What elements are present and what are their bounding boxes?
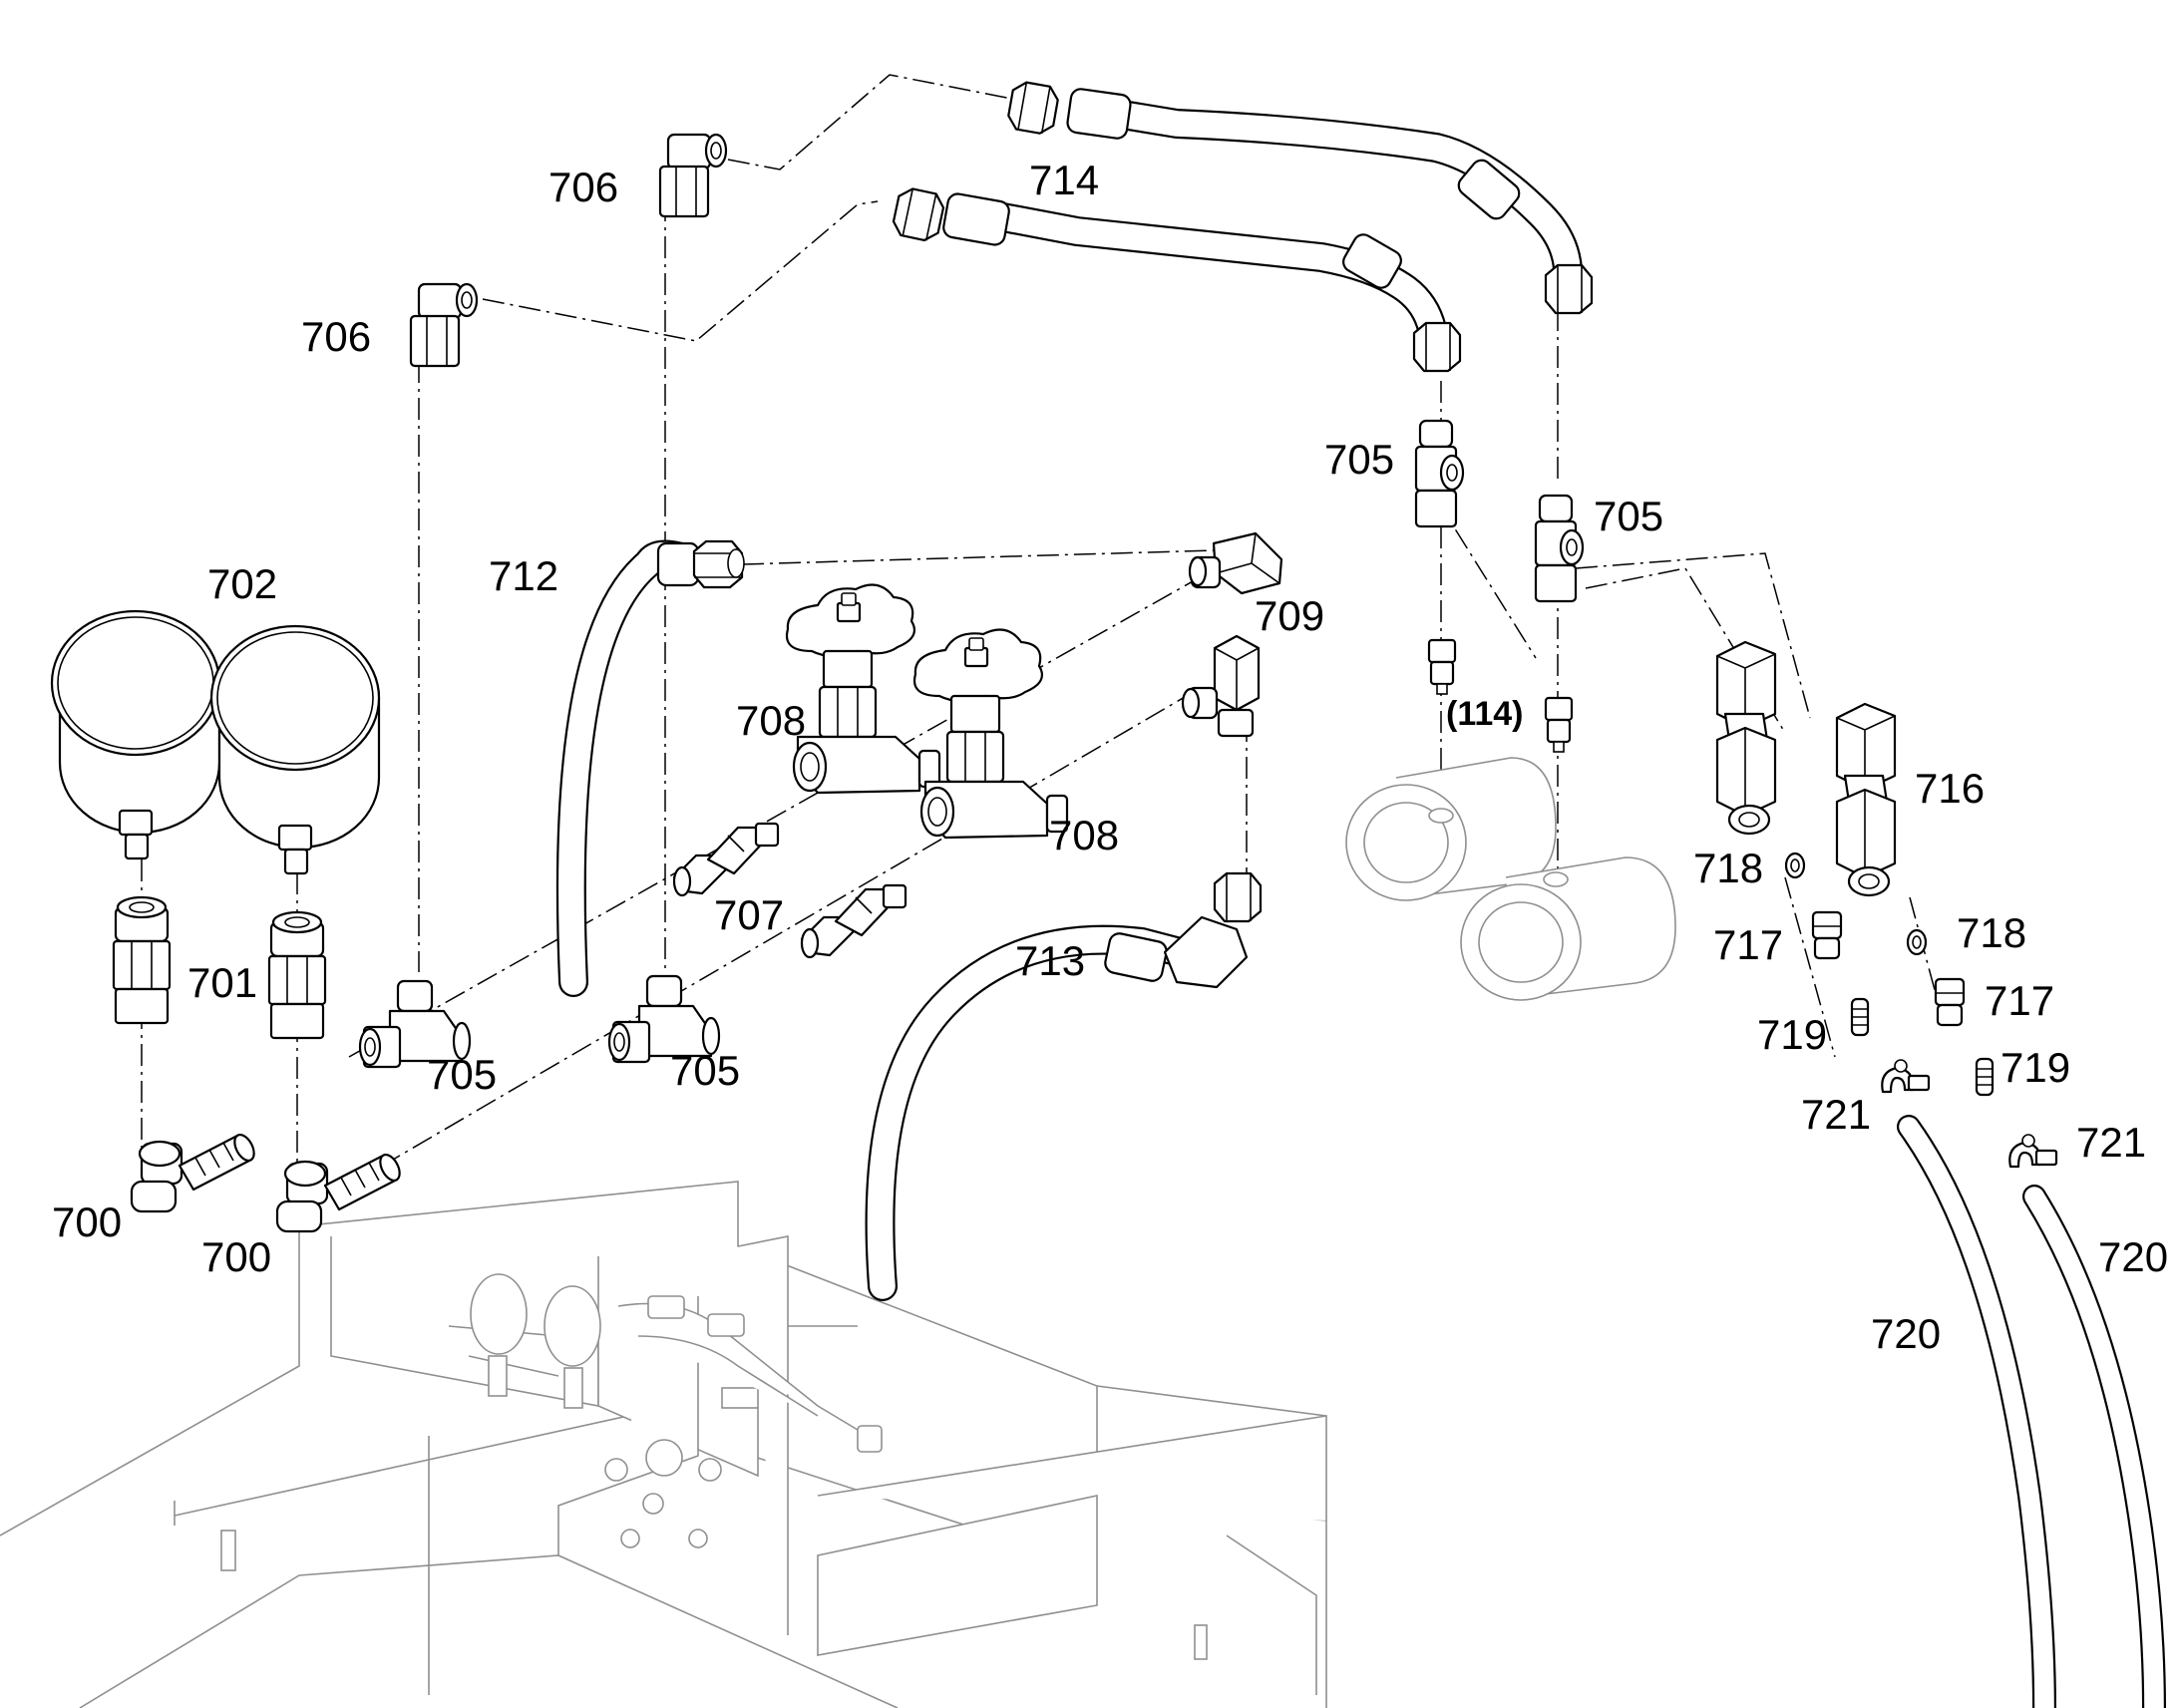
nipple-707-upper xyxy=(672,822,780,897)
callout-706-upper: 706 xyxy=(548,164,618,210)
callout-705-left: 705 xyxy=(427,1051,497,1098)
tee-705-upper-right-a xyxy=(1414,419,1465,528)
filter-716-right xyxy=(1835,702,1897,897)
callout-700-left: 700 xyxy=(52,1198,122,1245)
callout-labels: 700 700 701 702 705 705 705 705 706 706 … xyxy=(52,157,2168,1357)
fitting-114-right xyxy=(1544,696,1574,754)
callout-707: 707 xyxy=(714,891,784,938)
callout-705-right-a: 705 xyxy=(1324,436,1394,483)
callout-705-center: 705 xyxy=(670,1047,740,1094)
callout-718-left: 718 xyxy=(1693,845,1763,891)
cylinder-ghost xyxy=(1345,757,1676,1001)
callout-712: 712 xyxy=(489,552,558,599)
pressure-gauge-right xyxy=(209,624,381,875)
callout-719-left: 719 xyxy=(1757,1011,1827,1058)
hose-714-fittings xyxy=(890,79,1594,373)
hose-712[interactable] xyxy=(555,539,713,997)
callout-720-left: 720 xyxy=(1871,1310,1941,1357)
elbow-709-upper xyxy=(1188,531,1283,595)
callout-700-right: 700 xyxy=(201,1233,271,1280)
callout-114: (114) xyxy=(1446,695,1524,733)
seal-718-right xyxy=(1906,928,1928,956)
callout-701: 701 xyxy=(187,959,257,1006)
callout-713: 713 xyxy=(1015,937,1085,984)
hose-712-end-fitting xyxy=(656,539,745,589)
fitting-717-right xyxy=(1934,977,1966,1027)
callout-718-right: 718 xyxy=(1957,909,2026,956)
callout-716: 716 xyxy=(1915,765,1985,812)
tee-705-upper-right-b xyxy=(1534,494,1585,603)
callout-720-right: 720 xyxy=(2098,1233,2168,1280)
callout-708-left: 708 xyxy=(736,697,806,744)
line-720-right[interactable] xyxy=(2022,1185,2166,1708)
callout-705-right-b: 705 xyxy=(1594,493,1663,539)
fitting-717-left xyxy=(1811,910,1843,960)
elbow-709-lower xyxy=(1181,634,1261,738)
needle-valve-708-right xyxy=(912,628,1069,840)
line-720-left[interactable] xyxy=(1897,1115,2056,1708)
filter-716-left xyxy=(1715,640,1777,836)
clamp-721-right xyxy=(2008,1133,2058,1169)
callout-719-right: 719 xyxy=(2000,1044,2070,1091)
callout-717-right: 717 xyxy=(1985,977,2054,1024)
machine-frame-ghost xyxy=(0,1181,1327,1708)
adapter-701-right xyxy=(267,910,327,1040)
callout-714: 714 xyxy=(1029,157,1099,203)
fitting-114-left xyxy=(1427,638,1457,696)
elbow-706-lower xyxy=(409,282,479,368)
adapter-701-left xyxy=(112,895,172,1025)
seal-718-left xyxy=(1784,852,1806,879)
fitting-700-left xyxy=(130,1130,259,1213)
sleeve-719-left xyxy=(1850,997,1870,1037)
callout-721-right: 721 xyxy=(2076,1119,2146,1166)
installed-gauges-ghost xyxy=(470,1273,883,1453)
callout-708-right: 708 xyxy=(1049,812,1119,858)
hose-714-lower xyxy=(972,199,1447,344)
sleeve-719-right xyxy=(1975,1057,1995,1097)
hose-714-upper xyxy=(1077,95,1583,284)
elbow-706-upper xyxy=(658,133,728,218)
callout-702: 702 xyxy=(207,560,277,607)
callout-717-left: 717 xyxy=(1713,921,1783,968)
pressure-gauge-left xyxy=(50,609,221,860)
callout-706-lower: 706 xyxy=(301,313,371,360)
clamp-721-left xyxy=(1881,1058,1931,1094)
hose-713[interactable] xyxy=(865,924,1222,1301)
nipple-707-lower xyxy=(800,883,908,959)
hose-713-end-fitting xyxy=(1104,871,1263,989)
callout-721-left: 721 xyxy=(1801,1091,1871,1138)
callout-709: 709 xyxy=(1255,592,1324,639)
